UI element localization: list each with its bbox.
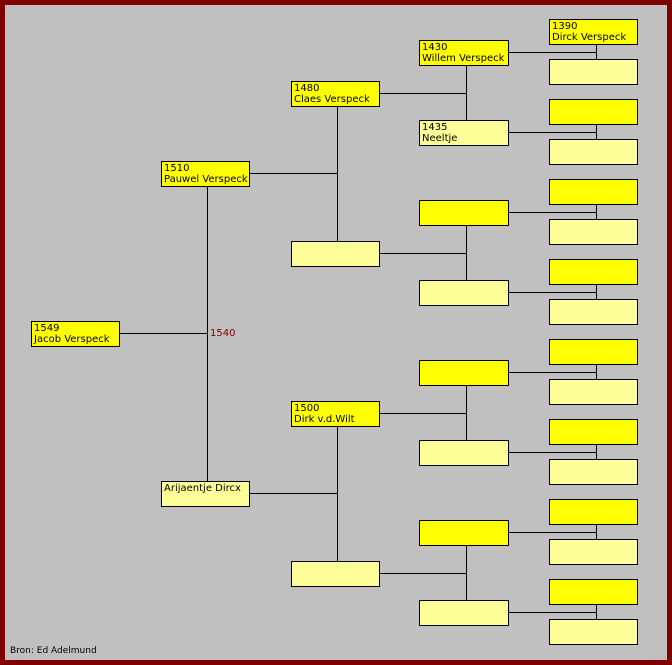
person-empty[interactable] bbox=[549, 179, 638, 205]
person-willem-verspeck[interactable]: 1430 Willem Verspeck bbox=[419, 40, 509, 66]
person-name: Neeltje bbox=[422, 133, 458, 144]
person-name: Arijaentje Dircx bbox=[164, 483, 241, 494]
person-empty[interactable] bbox=[549, 139, 638, 165]
person-year: 1390 bbox=[552, 21, 578, 32]
person-empty[interactable] bbox=[549, 459, 638, 485]
person-dirck-verspeck[interactable]: 1390 Dirck Verspeck bbox=[549, 19, 638, 45]
person-year: 1549 bbox=[34, 323, 60, 334]
person-empty[interactable] bbox=[549, 379, 638, 405]
person-empty[interactable] bbox=[549, 299, 638, 325]
person-empty[interactable] bbox=[549, 619, 638, 645]
person-year: 1480 bbox=[294, 83, 320, 94]
person-year: 1435 bbox=[422, 122, 448, 133]
marriage-year: 1540 bbox=[210, 328, 236, 339]
source-credit: Bron: Ed Adelmund bbox=[10, 646, 97, 656]
person-empty[interactable] bbox=[419, 600, 509, 626]
person-empty[interactable] bbox=[419, 280, 509, 306]
person-empty[interactable] bbox=[291, 241, 380, 267]
person-year: 1500 bbox=[294, 403, 320, 414]
person-name: Jacob Verspeck bbox=[34, 334, 110, 345]
person-empty[interactable] bbox=[549, 219, 638, 245]
person-dirk-vd-wilt[interactable]: 1500 Dirk v.d.Wilt bbox=[291, 401, 380, 427]
person-empty[interactable] bbox=[419, 520, 509, 546]
person-empty[interactable] bbox=[549, 419, 638, 445]
person-empty[interactable] bbox=[549, 579, 638, 605]
person-empty[interactable] bbox=[419, 440, 509, 466]
person-name: Dirk v.d.Wilt bbox=[294, 414, 355, 425]
person-year: 1510 bbox=[164, 163, 190, 174]
person-empty[interactable] bbox=[549, 539, 638, 565]
person-empty[interactable] bbox=[549, 59, 638, 85]
person-neeltje[interactable]: 1435 Neeltje bbox=[419, 120, 509, 146]
person-name: Dirck Verspeck bbox=[552, 32, 627, 43]
person-empty[interactable] bbox=[291, 561, 380, 587]
person-empty[interactable] bbox=[549, 499, 638, 525]
person-empty[interactable] bbox=[549, 339, 638, 365]
person-arijaentje-dircx[interactable]: Arijaentje Dircx bbox=[161, 481, 250, 507]
person-name: Pauwel Verspeck bbox=[164, 174, 248, 185]
person-name: Claes Verspeck bbox=[294, 94, 370, 105]
person-year: 1430 bbox=[422, 42, 448, 53]
person-empty[interactable] bbox=[549, 99, 638, 125]
person-name: Willem Verspeck bbox=[422, 53, 505, 64]
person-empty[interactable] bbox=[419, 360, 509, 386]
person-jacob-verspeck[interactable]: 1549 Jacob Verspeck bbox=[31, 321, 120, 347]
person-claes-verspeck[interactable]: 1480 Claes Verspeck bbox=[291, 81, 380, 107]
person-pauwel-verspeck[interactable]: 1510 Pauwel Verspeck bbox=[161, 161, 250, 187]
person-empty[interactable] bbox=[419, 200, 509, 226]
person-empty[interactable] bbox=[549, 259, 638, 285]
